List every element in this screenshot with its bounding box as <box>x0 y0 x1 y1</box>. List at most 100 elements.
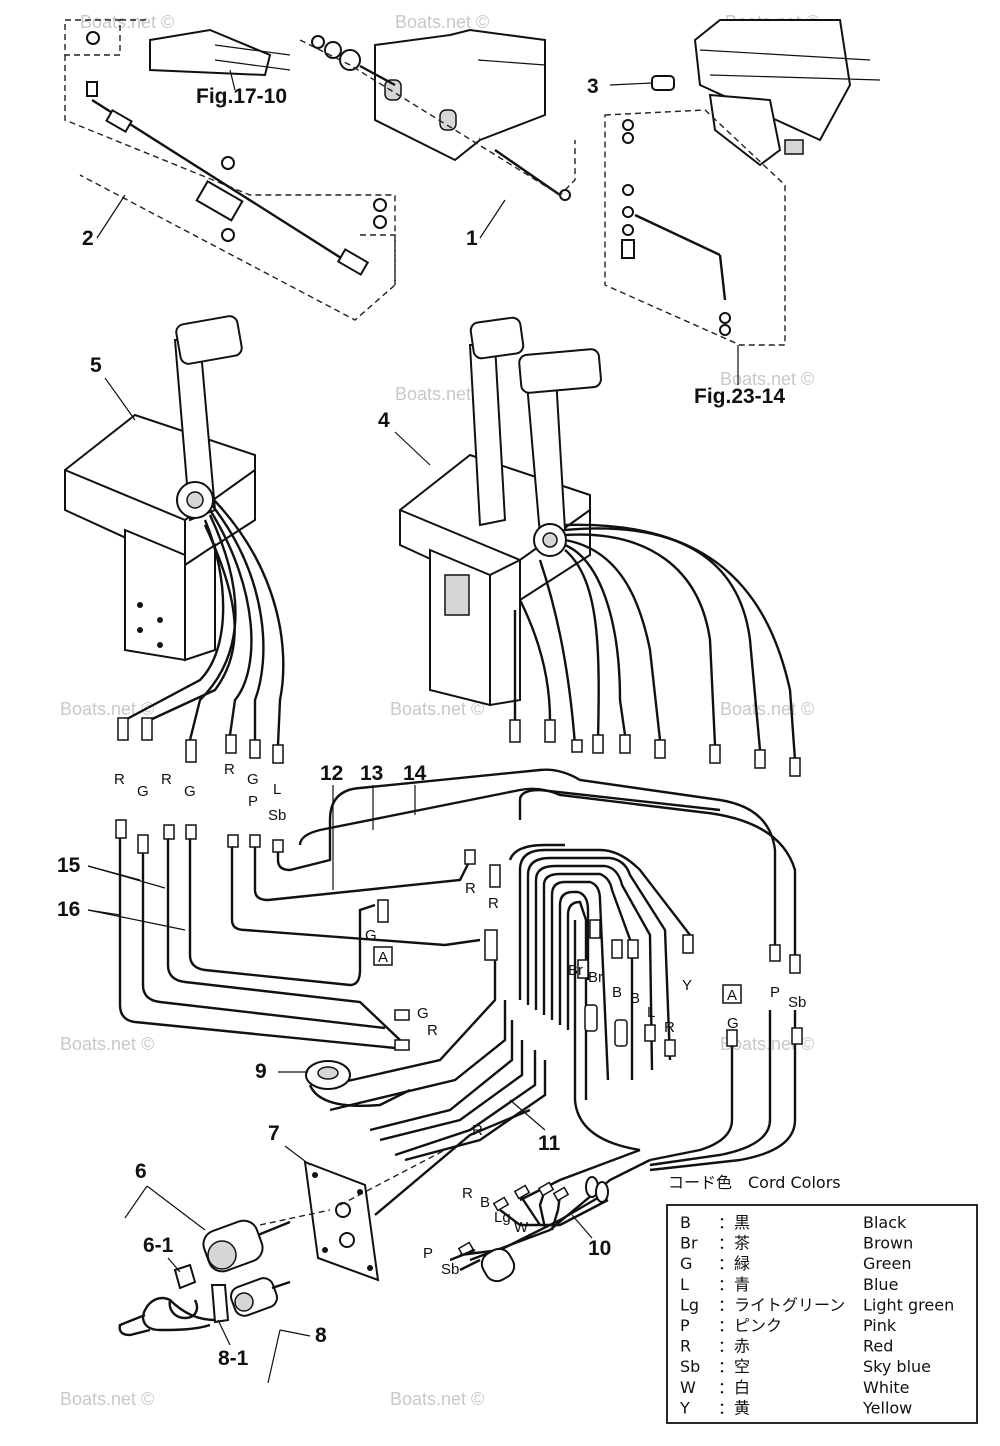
wire-code: R <box>114 771 125 788</box>
figure-ref-17-10: Fig.17-10 <box>196 85 287 108</box>
legend-en: Red <box>863 1337 893 1356</box>
legend-row: Sb ：空 Sky blue <box>680 1357 931 1376</box>
watermark: Boats.net © <box>60 1034 154 1054</box>
legend-code: G <box>680 1254 692 1273</box>
legend-code: Y <box>679 1398 690 1417</box>
legend-en: Sky blue <box>863 1357 931 1376</box>
legend-en: White <box>863 1378 910 1397</box>
watermark: Boats.net © <box>60 1389 154 1409</box>
callout-8-1: 8-1 <box>218 1347 249 1370</box>
wire-code: G <box>137 783 149 800</box>
callout-9: 9 <box>255 1060 267 1083</box>
wire-code: L <box>273 781 281 798</box>
legend-en: Brown <box>863 1234 913 1253</box>
callout-10: 10 <box>588 1237 611 1260</box>
watermark: Boats.net © <box>390 699 484 719</box>
legend-jp: ：空 <box>718 1357 750 1376</box>
watermarks: Boats.net © Boats.net © Boats.net © Boat… <box>60 12 819 1409</box>
legend-code: R <box>680 1337 691 1356</box>
callout-4: 4 <box>378 409 390 432</box>
wire-code: B <box>480 1194 490 1211</box>
remote-4-leads <box>509 523 801 777</box>
watermark: Boats.net © <box>720 1034 814 1054</box>
legend-jp: ：青 <box>718 1275 750 1294</box>
wire-code: R <box>462 1185 473 1202</box>
callout-7: 7 <box>268 1122 280 1145</box>
watermark: Boats.net © <box>60 699 154 719</box>
legend-code: Sb <box>680 1357 700 1376</box>
legend-en: Pink <box>863 1316 897 1335</box>
wire-code: Sb <box>441 1261 459 1278</box>
legend-en: Yellow <box>862 1398 912 1417</box>
wire-code: Br <box>568 962 583 979</box>
callout-8: 8 <box>315 1324 327 1347</box>
legend-row: B ：黒 Black <box>680 1213 907 1232</box>
connector-harness-10: 10 <box>449 1181 611 1283</box>
remote-5-leads <box>117 499 285 764</box>
legend-jp: ：黒 <box>718 1213 750 1232</box>
wire-code: R <box>488 895 499 912</box>
remote-control-4: 4 <box>378 316 602 707</box>
buzzer-9: 9 <box>255 1060 411 1107</box>
assembly-2: Fig.17-10 2 <box>64 19 396 321</box>
wire-code: P <box>248 793 258 810</box>
wire-code: Y <box>682 977 692 994</box>
callout-16: 16 <box>57 898 80 921</box>
callout-6: 6 <box>135 1160 147 1183</box>
wire-code: L <box>647 1004 655 1021</box>
figure-ref-23-14: Fig.23-14 <box>694 385 785 408</box>
wire-code: R <box>472 1122 483 1139</box>
wire-code: G <box>184 783 196 800</box>
legend-title: コード色 Cord Colors <box>668 1173 841 1192</box>
main-harness: 11 <box>329 843 803 1262</box>
legend-jp: ：白 <box>718 1378 750 1397</box>
watermark: Boats.net © <box>720 369 814 389</box>
wire-code: R <box>465 880 476 897</box>
callout-1: 1 <box>466 227 478 250</box>
legend-jp: ：黄 <box>718 1398 750 1417</box>
wire-code: G <box>365 927 377 944</box>
watermark: Boats.net © <box>395 12 489 32</box>
wire-code: Br <box>588 969 603 986</box>
wire-code-labels: R G R G R G P L Sb G A R R G R Br Br B B… <box>114 761 806 1278</box>
remote-control-5: 5 <box>64 315 256 662</box>
legend-jp: ：緑 <box>718 1254 750 1273</box>
connector <box>509 719 801 777</box>
wire-code: Lg <box>494 1209 511 1226</box>
wire-code: P <box>423 1245 433 1262</box>
wire-code: R <box>664 1019 675 1036</box>
legend-code: W <box>680 1378 696 1397</box>
wire-code: B <box>630 990 640 1007</box>
wire-code: W <box>514 1219 529 1236</box>
stop-switch-8: 8 8-1 <box>118 1277 327 1384</box>
wire-code: Sb <box>788 994 806 1011</box>
legend-en: Black <box>863 1213 907 1232</box>
legend-code: B <box>680 1213 691 1232</box>
legend-en: Blue <box>863 1275 898 1294</box>
legend-row: L ：青 Blue <box>680 1275 898 1294</box>
callout-3: 3 <box>587 75 599 98</box>
legend-code: Lg <box>680 1295 699 1314</box>
wire-code: R <box>161 771 172 788</box>
wire-code: P <box>770 984 780 1001</box>
watermark: Boats.net © <box>395 384 489 404</box>
wire-code: A <box>727 987 737 1004</box>
wire-code: A <box>378 949 388 966</box>
part-1: 1 <box>299 28 576 250</box>
wire-code: G <box>247 771 259 788</box>
legend-en: Green <box>863 1254 911 1273</box>
callout-13: 13 <box>360 762 383 785</box>
part-3: 3 Fig.23-14 <box>587 19 881 408</box>
watermark: Boats.net © <box>390 1389 484 1409</box>
callout-14: 14 <box>403 762 427 785</box>
wire-code: R <box>224 761 235 778</box>
legend-code: L <box>680 1275 689 1294</box>
legend-jp: ：ピンク <box>718 1316 782 1335</box>
wire-code: B <box>612 984 622 1001</box>
watermark: Boats.net © <box>720 699 814 719</box>
key-switch-6: 6 6-1 <box>124 1160 291 1290</box>
